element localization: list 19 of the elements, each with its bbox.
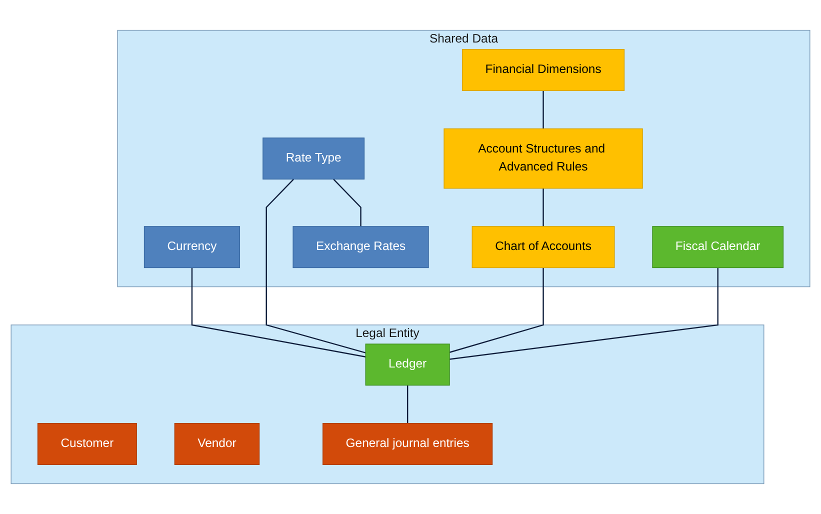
node-box: Exchange Rates	[292, 226, 429, 268]
node-box: Financial Dimensions	[462, 49, 625, 91]
connector	[191, 268, 366, 358]
connector	[406, 385, 408, 424]
connector	[542, 90, 544, 129]
node-box: Vendor	[174, 423, 260, 465]
node-box: Account Structures and Advanced Rules	[444, 128, 643, 189]
node-box: Currency	[144, 226, 240, 268]
connector	[266, 178, 366, 354]
connector	[542, 188, 544, 226]
connector	[333, 178, 362, 226]
node-box: Customer	[37, 423, 137, 465]
connector	[449, 268, 718, 360]
node-box: Fiscal Calendar	[652, 226, 784, 268]
node-box: Rate Type	[262, 138, 365, 180]
node-box: Ledger	[365, 344, 450, 386]
connector	[449, 268, 544, 353]
node-box: General journal entries	[322, 423, 493, 465]
node-box: Chart of Accounts	[472, 226, 615, 268]
